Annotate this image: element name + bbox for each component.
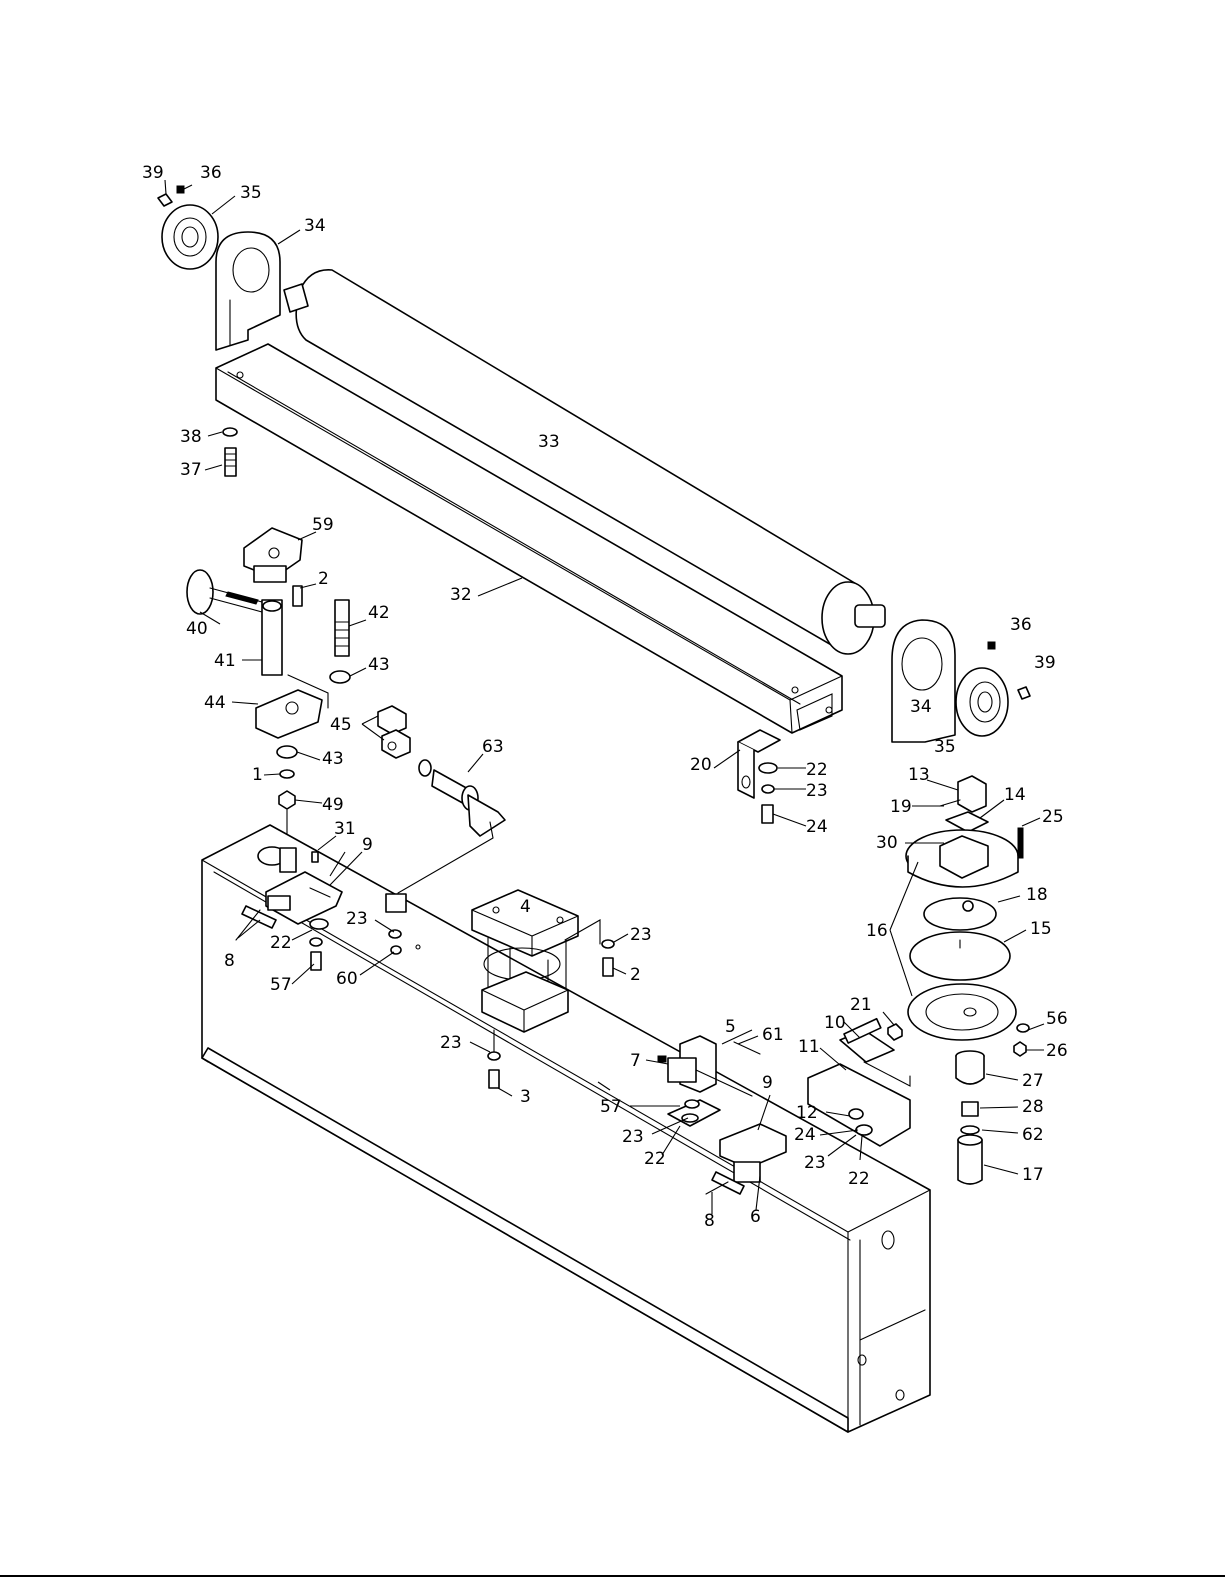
callout-22b: 22 (270, 933, 292, 953)
callout-7: 7 (630, 1051, 641, 1071)
callout-43b: 43 (322, 749, 344, 769)
cylinder-fittings (378, 706, 505, 893)
callout-9a: 9 (362, 835, 373, 855)
callout-45: 45 (330, 715, 352, 735)
callout-17: 17 (1022, 1165, 1044, 1185)
callout-23a: 23 (806, 781, 828, 801)
callout-63: 63 (482, 737, 504, 757)
callout-26: 26 (1046, 1041, 1068, 1061)
callout-5: 5 (725, 1017, 736, 1037)
callout-11: 11 (798, 1037, 820, 1057)
callout-57a: 57 (270, 975, 292, 995)
callout-24a: 24 (806, 817, 828, 837)
callout-13: 13 (908, 765, 930, 785)
callout-39: 39 (142, 163, 164, 183)
callout-23c: 23 (630, 925, 652, 945)
callout-36b: 36 (1010, 615, 1032, 635)
callout-24b: 24 (794, 1125, 816, 1145)
callout-35b: 35 (934, 737, 956, 757)
callout-34: 34 (304, 216, 326, 236)
callout-22d: 22 (848, 1169, 870, 1189)
callout-38: 38 (180, 427, 202, 447)
pillow-block-left (216, 232, 280, 350)
callout-61: 61 (762, 1025, 784, 1045)
adjust-knob (187, 570, 213, 614)
callout-57b: 57 (600, 1097, 622, 1117)
callout-36: 36 (200, 163, 222, 183)
callout-27: 27 (1022, 1071, 1044, 1091)
callout-41: 41 (214, 651, 236, 671)
callout-4: 4 (520, 897, 531, 917)
callout-1: 1 (252, 765, 263, 785)
callout-42: 42 (368, 603, 390, 623)
callout-23f: 23 (804, 1153, 826, 1173)
callout-19: 19 (890, 797, 912, 817)
callout-37: 37 (180, 460, 202, 480)
bracket-20 (738, 730, 780, 823)
callout-23d: 23 (440, 1033, 462, 1053)
bottom-rule (0, 1575, 1225, 1577)
callout-8a: 8 (224, 951, 235, 971)
callout-23b: 23 (346, 909, 368, 929)
callout-28: 28 (1022, 1097, 1044, 1117)
callout-60: 60 (336, 969, 358, 989)
callout-59: 59 (312, 515, 334, 535)
callout-12: 12 (796, 1103, 818, 1123)
callout-40: 40 (186, 619, 208, 639)
callout-30: 30 (876, 833, 898, 853)
callout-34b: 34 (910, 697, 932, 717)
callout-62: 62 (1022, 1125, 1044, 1145)
callout-9b: 9 (762, 1073, 773, 1093)
bearing-left (162, 205, 218, 269)
callout-21: 21 (850, 995, 872, 1015)
callout-22a: 22 (806, 760, 828, 780)
callout-43a: 43 (368, 655, 390, 675)
callout-3: 3 (520, 1087, 531, 1107)
callout-14: 14 (1004, 785, 1026, 805)
callout-44: 44 (204, 693, 226, 713)
callout-31: 31 (334, 819, 356, 839)
callout-32: 32 (450, 585, 472, 605)
callout-39b: 39 (1034, 653, 1056, 673)
callout-10: 10 (824, 1013, 846, 1033)
disk-assembly (906, 776, 1029, 1184)
callout-22c: 22 (644, 1149, 666, 1169)
callout-20: 20 (690, 755, 712, 775)
callout-23e: 23 (622, 1127, 644, 1147)
callout-33: 33 (538, 432, 560, 452)
roller-assembly (158, 186, 1030, 742)
callout-2b: 2 (630, 965, 641, 985)
callout-56: 56 (1046, 1009, 1068, 1029)
callout-18: 18 (1026, 885, 1048, 905)
callout-49: 49 (322, 795, 344, 815)
callout-15: 15 (1030, 919, 1052, 939)
callout-2a: 2 (318, 569, 329, 589)
callout-35: 35 (240, 183, 262, 203)
callout-25: 25 (1042, 807, 1064, 827)
callout-16: 16 (866, 921, 888, 941)
callout-8b: 8 (704, 1211, 715, 1231)
callout-6: 6 (750, 1207, 761, 1227)
